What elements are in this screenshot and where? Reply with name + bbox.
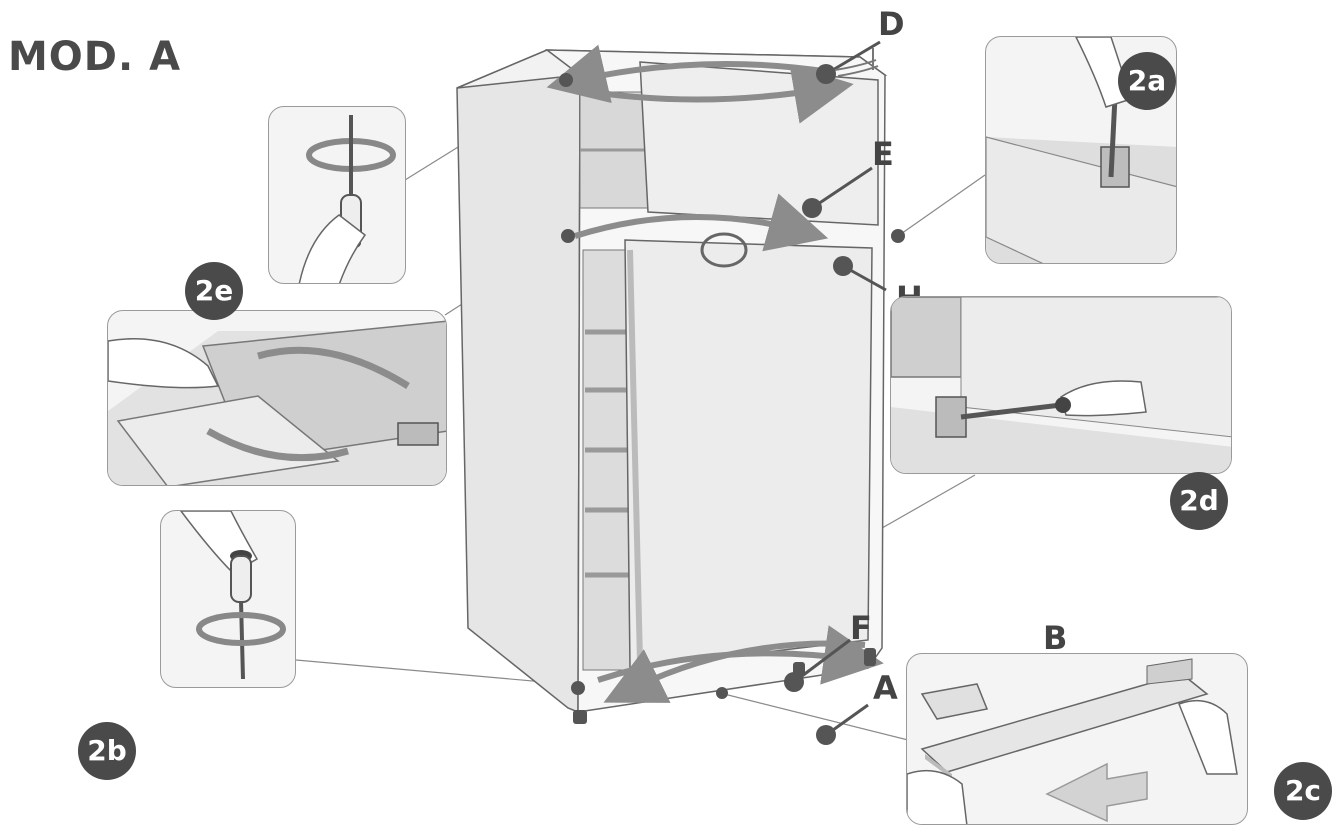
step-badge-2d: 2d [1170,472,1228,530]
panel-2a [985,36,1177,264]
fridge-door [624,239,873,669]
fridge-side [456,49,581,714]
label-e: E [872,135,894,173]
label-f: F [850,609,872,647]
step-badge-2c: 2c [1274,762,1332,820]
label-a: A [873,669,898,707]
step-badge-2a: 2a [1118,52,1176,110]
panel-2c [906,653,1248,825]
panel-screwdriver-top [268,106,406,284]
freezer-door [639,61,879,226]
swing-arrows [546,44,884,703]
model-title: MOD. A [8,34,182,80]
step-badge-2b: 2b [78,722,136,780]
panel-2d [890,296,1232,474]
panel-2e [107,310,447,486]
label-b: B [1043,619,1068,657]
label-d: D [878,5,905,43]
panel-screwdriver-bottom [160,510,296,688]
step-badge-2e: 2e [185,262,243,320]
